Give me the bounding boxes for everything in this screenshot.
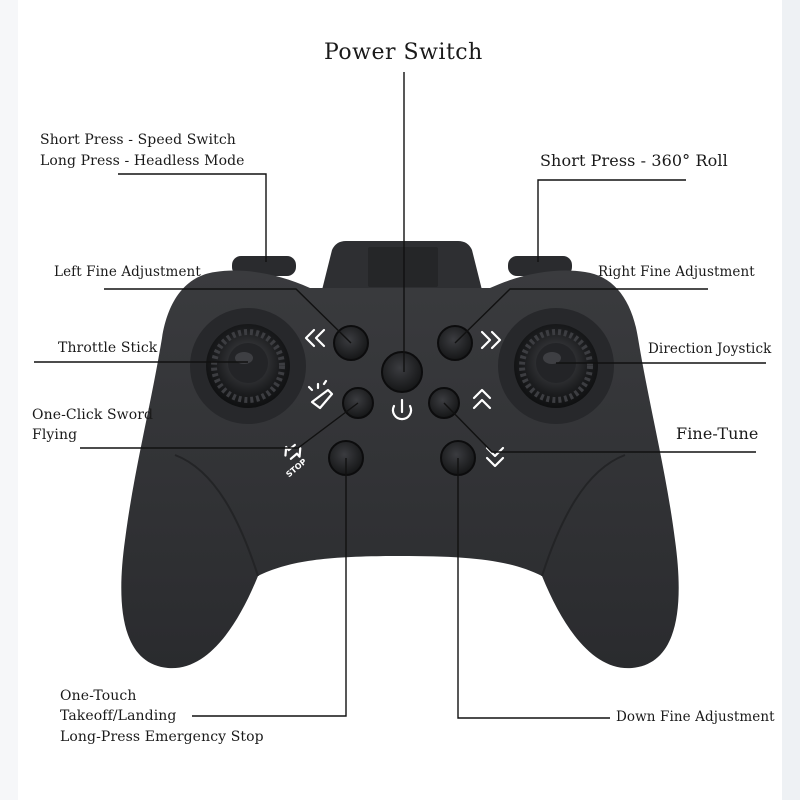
label-direction-joystick: Direction Joystick bbox=[648, 341, 772, 357]
label-left-fine-adjustment: Left Fine Adjustment bbox=[54, 264, 201, 280]
throttle-stick bbox=[206, 324, 290, 408]
left-shoulder-button bbox=[232, 256, 296, 276]
label-fine-tune: Fine-Tune bbox=[676, 424, 759, 443]
label-right-fine-adjustment: Right Fine Adjustment bbox=[598, 264, 755, 280]
label-speed-switch-line2: Long Press - Headless Mode bbox=[40, 153, 245, 169]
leader-left-fine bbox=[104, 288, 352, 344]
leader-takeoff bbox=[192, 458, 347, 717]
direction-joystick bbox=[514, 324, 598, 408]
double-chevron-up-icon bbox=[472, 388, 492, 410]
label-takeoff-line3: Long-Press Emergency Stop bbox=[60, 729, 264, 745]
leader-fine-tune bbox=[443, 402, 756, 453]
double-chevron-left-icon bbox=[304, 328, 326, 348]
leader-lines bbox=[34, 72, 766, 719]
leader-speed-switch bbox=[118, 173, 267, 262]
label-takeoff-line1: One-Touch bbox=[60, 688, 137, 704]
label-sword-line1: One-Click Sword bbox=[32, 407, 154, 423]
sword-flying-icon bbox=[307, 379, 334, 410]
label-sword-line2: Flying bbox=[32, 427, 78, 443]
power-icon bbox=[391, 398, 413, 421]
right-grip-seam bbox=[541, 454, 626, 577]
label-throttle-stick: Throttle Stick bbox=[58, 340, 158, 356]
label-takeoff-line2: Takeoff/Landing bbox=[60, 708, 177, 724]
power-button bbox=[381, 351, 423, 393]
label-roll: Short Press - 360° Roll bbox=[540, 151, 728, 170]
left-grip-seam bbox=[174, 454, 259, 577]
background-left-strip bbox=[0, 0, 18, 800]
leader-roll bbox=[537, 179, 686, 262]
double-chevron-down-icon bbox=[485, 446, 505, 468]
double-chevron-right-icon bbox=[480, 330, 502, 350]
leader-right-fine bbox=[454, 288, 708, 344]
leader-down-fine bbox=[457, 458, 610, 719]
label-power-switch: Power Switch bbox=[324, 40, 483, 65]
background-right-strip bbox=[782, 0, 800, 800]
leader-sword bbox=[80, 402, 359, 449]
label-speed-switch-line1: Short Press - Speed Switch bbox=[40, 132, 236, 148]
controller-body bbox=[121, 241, 679, 669]
power-slot bbox=[368, 247, 438, 287]
label-down-fine-adjustment: Down Fine Adjustment bbox=[616, 709, 775, 725]
